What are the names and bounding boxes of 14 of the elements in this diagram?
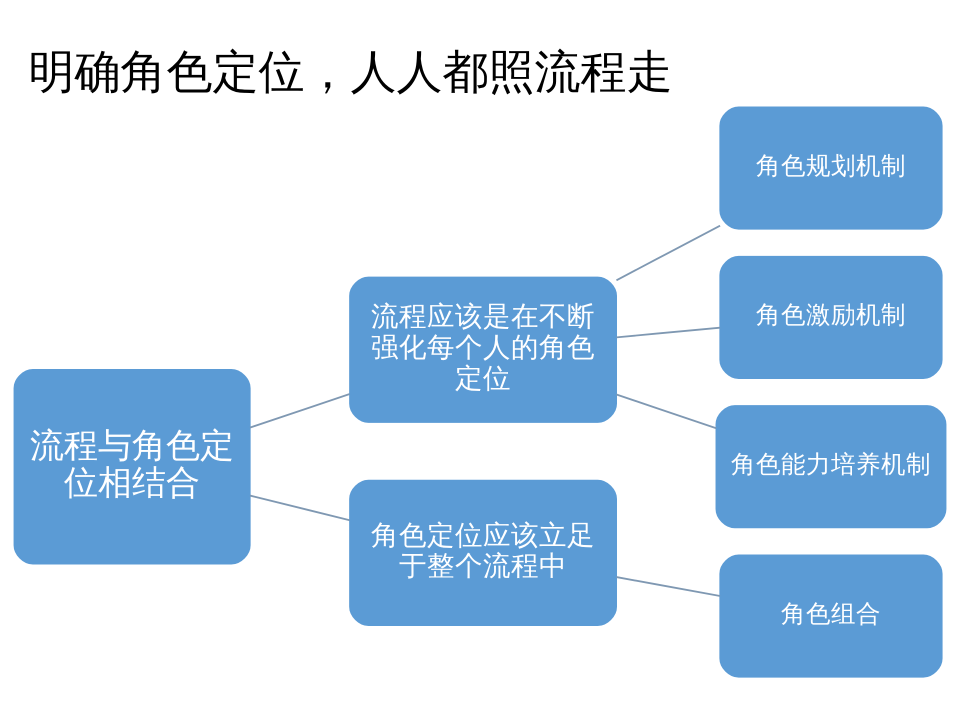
connector <box>616 224 720 281</box>
connector <box>616 393 717 429</box>
connector <box>616 576 720 596</box>
connector <box>250 494 350 521</box>
connector <box>250 392 350 428</box>
connector <box>616 326 720 338</box>
node-box: 流程与角色定位相结合 <box>14 368 251 564</box>
node-box: 角色激励机制 <box>719 255 943 378</box>
node-box: 角色能力培养机制 <box>716 404 946 528</box>
diagram-title: 明确角色定位，人人都照流程走 <box>28 44 673 98</box>
node-box: 角色组合 <box>719 554 943 678</box>
node-box: 角色规划机制 <box>719 106 943 230</box>
node-box: 流程应该是在不断强化每个人的角色定位 <box>349 276 617 422</box>
node-box: 角色定位应该立足于整个流程中 <box>349 479 617 626</box>
